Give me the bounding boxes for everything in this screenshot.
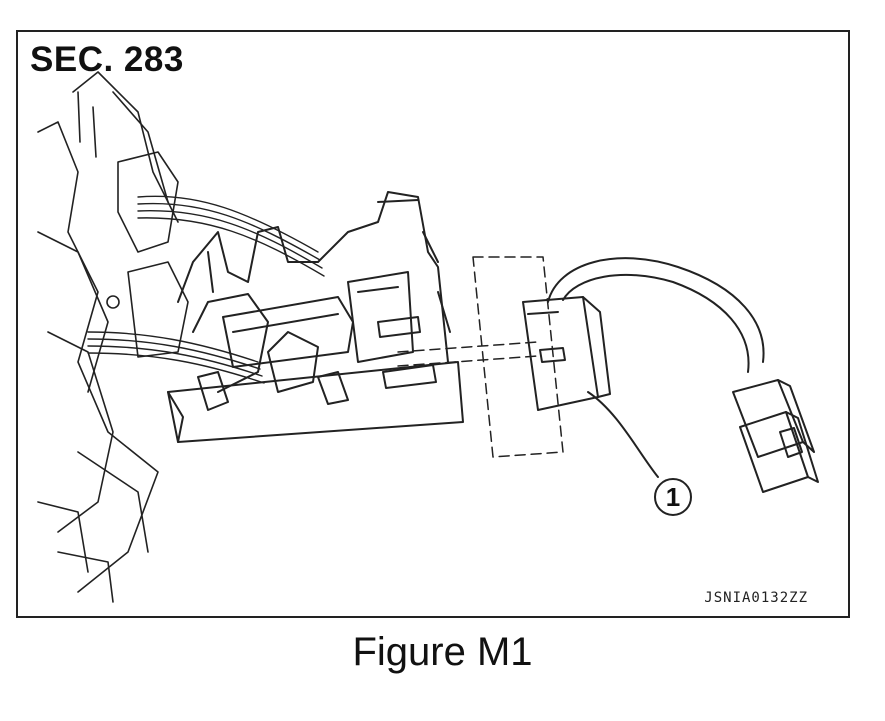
image-code: JSNIA0132ZZ xyxy=(704,590,808,606)
diagram-frame: SEC. 283 xyxy=(16,30,850,618)
parts-illustration: 1 xyxy=(37,71,819,603)
connector-1 xyxy=(522,296,611,411)
connector-detail-bracket xyxy=(397,256,564,458)
callout-number: 1 xyxy=(666,482,680,512)
connector-cable xyxy=(547,257,765,373)
wire-plug xyxy=(732,379,819,493)
figure-caption: Figure M1 xyxy=(352,630,533,674)
housing-panel xyxy=(37,71,189,603)
callout-1: 1 xyxy=(587,391,692,516)
switch-assembly xyxy=(167,191,464,443)
wire-harness xyxy=(87,195,325,384)
section-label: SEC. 283 xyxy=(30,40,184,79)
